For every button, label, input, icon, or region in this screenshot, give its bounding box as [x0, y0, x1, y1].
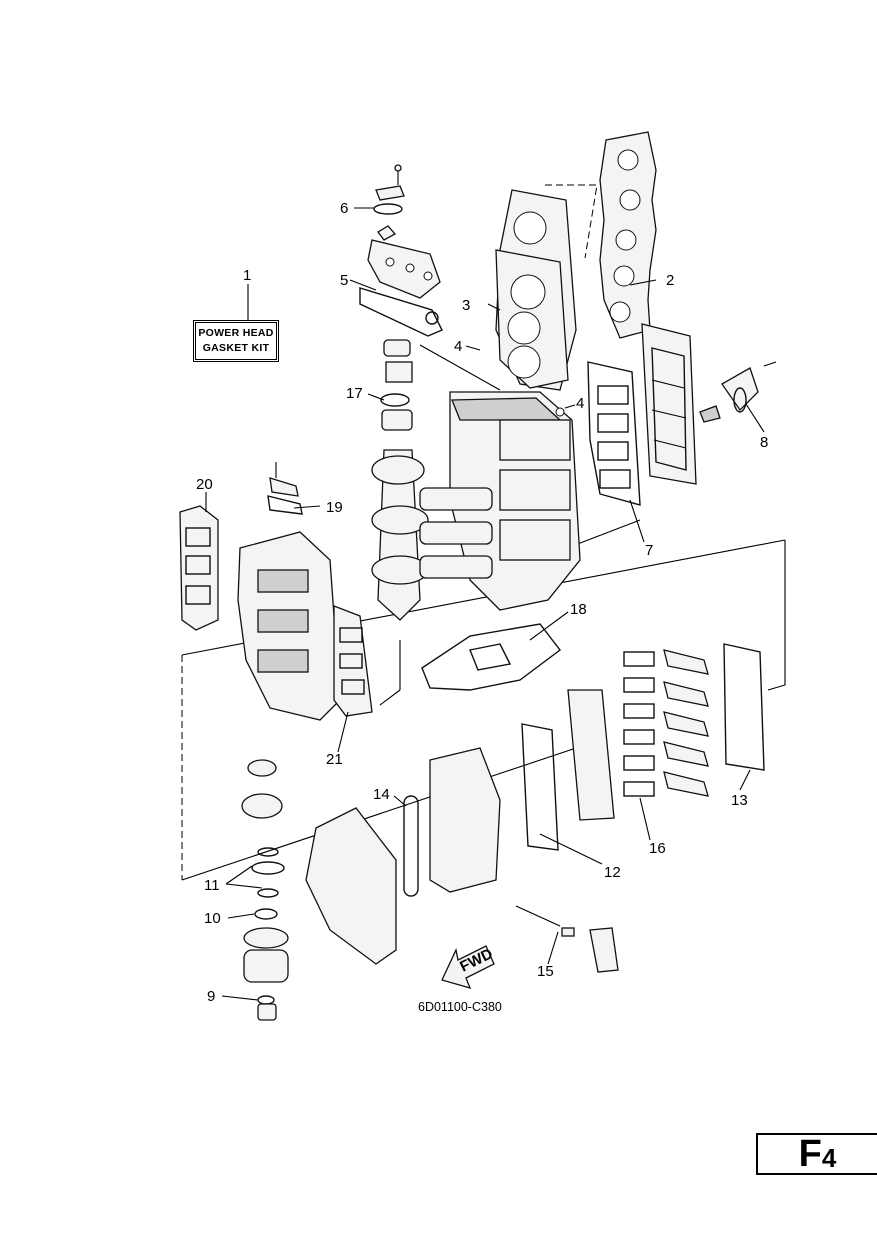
callout-8: 8	[760, 434, 768, 451]
page-id-letter: F	[798, 1133, 822, 1175]
callout-13: 13	[731, 792, 748, 809]
lower-seal-stack	[241, 759, 289, 1021]
callout-2: 2	[666, 272, 674, 289]
callout-11: 11	[204, 877, 220, 894]
callout-4b: 4	[576, 395, 584, 412]
callout-leaders	[205, 207, 765, 1001]
power-head-gasket-kit-label: POWER HEAD GASKET KIT	[193, 320, 279, 362]
cylinder-head-cover	[495, 189, 577, 391]
callout-21: 21	[326, 751, 343, 768]
fwd-arrow: FWD	[441, 945, 496, 989]
callout-3: 3	[462, 297, 470, 314]
callout-6: 6	[340, 200, 348, 217]
callout-20: 20	[196, 476, 213, 493]
callout-5: 5	[340, 272, 348, 289]
reed-valve-assembly	[521, 643, 765, 851]
page-id-tab: F 4	[756, 1133, 877, 1175]
callout-9: 9	[207, 988, 215, 1005]
callout-1: 1	[243, 267, 251, 284]
callout-4a: 4	[454, 338, 462, 355]
side-gaskets	[179, 505, 373, 717]
callout-16: 16	[649, 840, 666, 857]
callout-15: 15	[537, 963, 554, 980]
intake-silencer	[305, 747, 501, 965]
kit-label-line2: GASKET KIT	[202, 342, 270, 354]
callout-12: 12	[604, 864, 621, 881]
callout-14: 14	[373, 786, 390, 803]
callout-7: 7	[645, 542, 653, 559]
crankcase	[237, 462, 341, 721]
exhaust-cover-plates	[587, 323, 777, 506]
linkage-assembly	[515, 905, 619, 973]
diagram-code: 6D01100-C380	[418, 1000, 502, 1014]
thermostat-cover-assembly	[359, 164, 443, 337]
callout-17: 17	[346, 385, 363, 402]
page-id-number: 4	[821, 1143, 837, 1173]
callout-18: 18	[570, 601, 587, 618]
callout-numbers: 1 2 3 4 4 5 6 7 8 9 10 11 12 13 14 15 16…	[196, 200, 768, 1005]
callout-10: 10	[204, 910, 221, 927]
callout-19: 19	[326, 499, 343, 516]
base-gasket	[421, 623, 561, 691]
head-cover-gaskets	[599, 131, 657, 339]
crankshaft-assembly	[371, 339, 493, 621]
kit-label-line1: POWER HEAD	[198, 327, 274, 339]
